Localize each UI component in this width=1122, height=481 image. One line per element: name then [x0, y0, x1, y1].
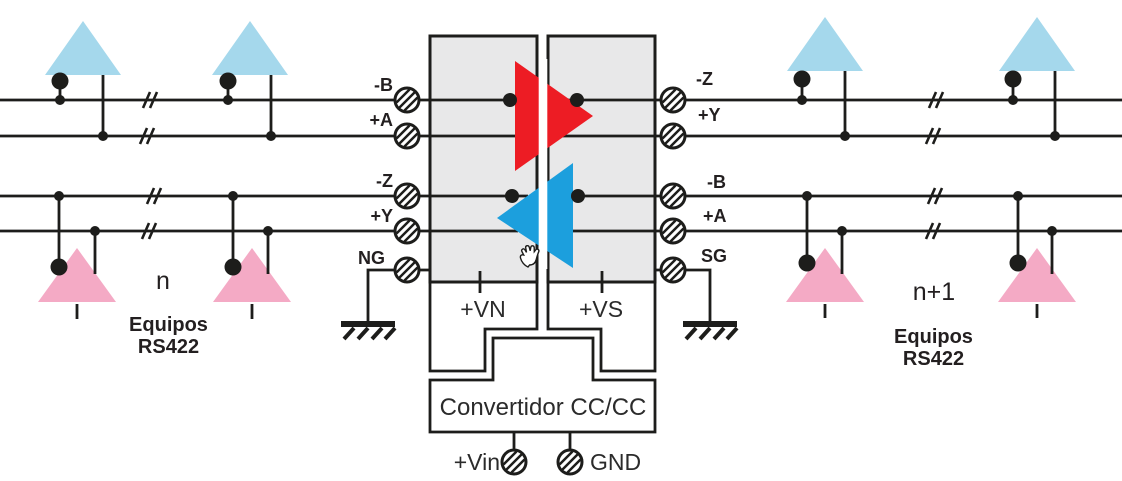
- segment-left-caption: Equipos RS422: [129, 314, 208, 358]
- label-right-b: -B: [707, 172, 726, 192]
- terminal-right-sg: [659, 256, 687, 284]
- label-vin: +Vin: [453, 449, 500, 475]
- label-right-z: -Z: [696, 69, 713, 89]
- vs-supply-enclosure: [546, 282, 657, 373]
- terminal-right-b: [659, 182, 687, 210]
- driver-triangle: [515, 61, 593, 171]
- terminal-left-y: [393, 217, 421, 245]
- terminal-left-b: [393, 86, 421, 114]
- equipment-triangle-top-right-1: [787, 17, 863, 71]
- equipment-terminal-dots: [50, 70, 1027, 276]
- terminal-right-a: [659, 217, 687, 245]
- equipment-triangle-top-right-2: [999, 17, 1075, 71]
- terminal-left-z: [393, 182, 421, 210]
- dcdc-converter-box: [428, 336, 657, 434]
- label-left-b: -B: [374, 75, 393, 95]
- label-right-a: +A: [703, 206, 727, 226]
- equipment-triangle-bottom-left-1: [38, 248, 116, 302]
- junction-dots: [54, 93, 1060, 236]
- equipment-triangle-bottom-right-2: [998, 248, 1076, 302]
- label-left-y: +Y: [370, 206, 393, 226]
- label-right-sg: SG: [701, 246, 728, 266]
- ground-left: [341, 324, 395, 339]
- ground-right: [683, 324, 737, 339]
- receiver-triangle: [497, 163, 573, 268]
- label-vs: +VS: [578, 296, 624, 322]
- label-right-y: +Y: [698, 105, 721, 125]
- terminal-left-a: [393, 122, 421, 150]
- terminal-right-y: [659, 122, 687, 150]
- label-converter: Convertidor CC/CC: [439, 394, 647, 421]
- segment-right-caption: Equipos RS422: [894, 326, 973, 370]
- isolation-gap: [538, 59, 548, 269]
- terminal-right-z: [659, 86, 687, 114]
- equipment-triangle-bottom-right-1: [786, 248, 864, 302]
- segment-right-index: n+1: [912, 278, 956, 306]
- label-vn: +VN: [460, 296, 506, 322]
- segment-left-index: n: [156, 267, 170, 295]
- equipment-triangle-top-left-1: [45, 21, 121, 75]
- terminal-gnd: [556, 448, 584, 476]
- label-left-ng: NG: [358, 248, 385, 268]
- label-gnd: GND: [590, 449, 642, 475]
- label-left-z: -Z: [376, 171, 393, 191]
- vn-supply-enclosure: [428, 282, 539, 373]
- equipment-triangle-bottom-left-2: [213, 248, 291, 302]
- label-left-a: +A: [369, 110, 393, 130]
- hand-cursor: [519, 245, 540, 268]
- equipment-triangle-top-left-2: [212, 21, 288, 75]
- terminal-left-ng: [393, 256, 421, 284]
- terminal-vin: [500, 448, 528, 476]
